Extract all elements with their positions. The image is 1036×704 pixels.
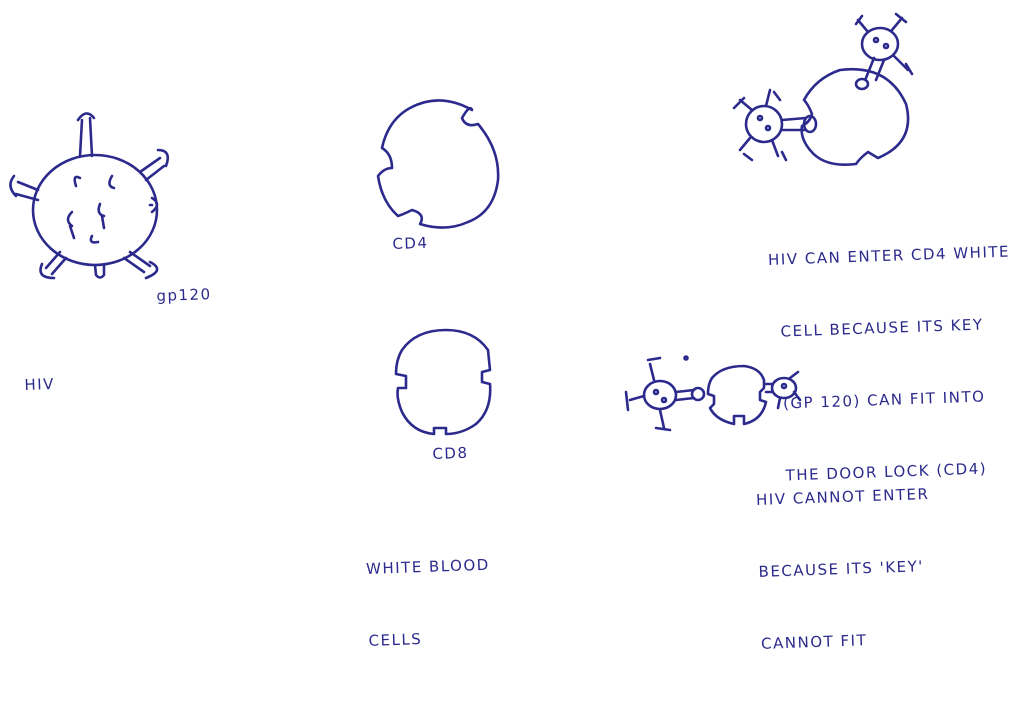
white-blood-cells-label: WHITE BLOOD CELLS: [364, 505, 494, 701]
hiv-label: HIV: [24, 372, 55, 397]
cd8-cell: [396, 330, 490, 434]
gp120-label: gp120: [156, 282, 212, 308]
cd8-label: CD8: [432, 441, 469, 466]
white-blood-cells-line: WHITE BLOOD: [366, 553, 490, 581]
hiv-virus: [10, 113, 167, 278]
cannot-enter-caption: HIV CANNOT ENTER BECAUSE ITS 'KEY' CANNO…: [754, 434, 937, 704]
caption-line: CELL BECAUSE ITS KEY: [770, 311, 1013, 343]
caption-line: CANNOT FIT: [761, 626, 935, 656]
hiv-entering-cd4: [734, 14, 912, 165]
cd4-cell: [378, 100, 498, 227]
caption-line: BECAUSE ITS 'KEY': [758, 554, 932, 584]
hiv-cd4-diagram: gp120 HIV CD4 CD8 WHITE BLOOD CELLS HIV …: [0, 0, 1036, 555]
caption-line: HIV CAN ENTER CD4 WHITE: [768, 240, 1011, 272]
white-blood-cells-line: CELLS: [368, 625, 492, 653]
caption-line: HIV CANNOT ENTER: [756, 482, 930, 512]
caption-line: (GP 120) CAN FIT INTO: [773, 383, 1016, 415]
cd4-label: CD4: [392, 231, 429, 256]
